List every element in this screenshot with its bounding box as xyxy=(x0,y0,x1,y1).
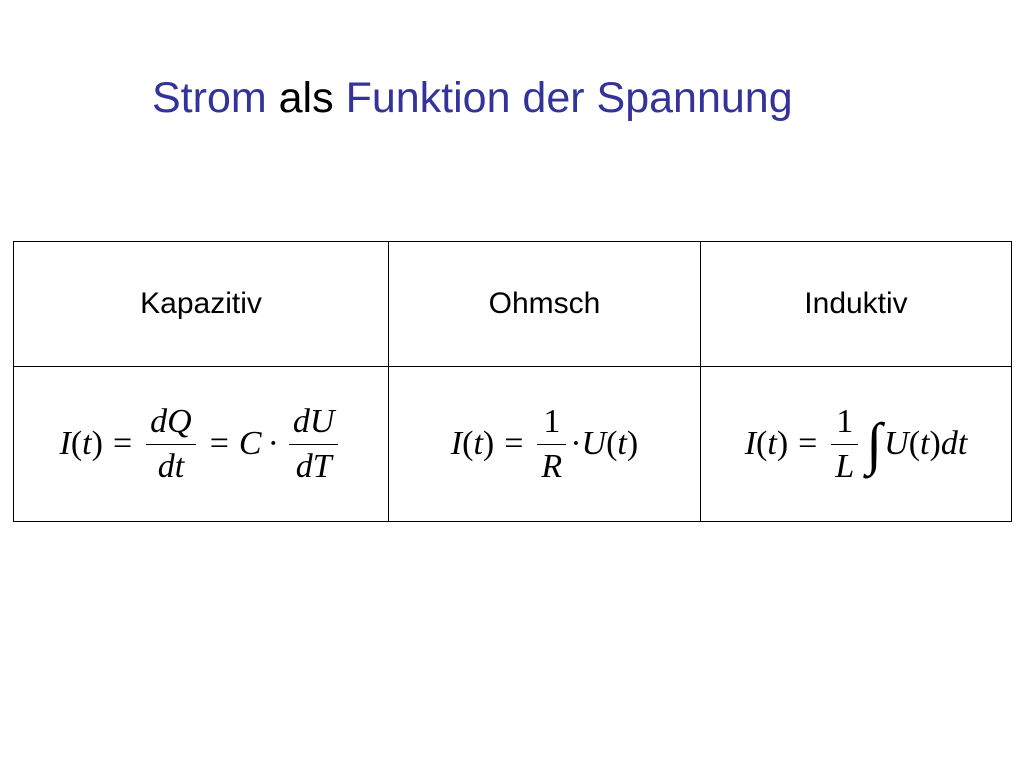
current-symbol: I xyxy=(59,425,71,462)
slide-title: Strom als Funktion der Spannung xyxy=(152,70,793,126)
ohmic-formula: I ( t ) = 1 R · U ( t ) xyxy=(451,403,638,486)
time-variable: t xyxy=(82,425,92,462)
header-row: Kapazitiv Ohmsch Induktiv xyxy=(13,241,1012,367)
multiply-dot: · xyxy=(570,425,582,462)
paren-open: ( xyxy=(606,425,618,462)
paren-open: ( xyxy=(908,425,921,462)
paren-close: ) xyxy=(91,425,103,462)
fraction-denominator: dt xyxy=(157,447,185,485)
current-symbol: I xyxy=(450,425,463,462)
fraction-bar xyxy=(537,443,567,445)
paren-open: ( xyxy=(462,425,474,462)
fraction-bar xyxy=(146,443,196,445)
capacitive-formula: I ( t ) = dQ dt = C · dU dT xyxy=(60,403,343,486)
time-variable: t xyxy=(473,425,483,462)
inductive-formula: I ( t ) = 1 L ∫ U ( t ) dt xyxy=(745,403,968,486)
voltage-symbol: U xyxy=(581,425,607,462)
header-induktiv: Induktiv xyxy=(700,241,1012,367)
cell-capacitive-formula: I ( t ) = dQ dt = C · dU dT xyxy=(13,366,389,522)
fraction-numerator: dU xyxy=(292,402,335,440)
title-word-strom: Strom xyxy=(152,74,267,122)
fraction-one-over-l: 1 L xyxy=(831,402,859,486)
differential-dt: dt xyxy=(940,425,968,462)
fraction-bar xyxy=(288,443,339,445)
cell-inductive-formula: I ( t ) = 1 L ∫ U ( t ) dt xyxy=(700,366,1012,522)
equals-sign: = xyxy=(209,425,229,462)
paren-close: ) xyxy=(929,425,941,462)
multiply-dot: · xyxy=(267,425,279,462)
equals-sign: = xyxy=(112,425,133,462)
fraction-dq-dt: dQ dt xyxy=(146,403,196,486)
current-symbol: I xyxy=(744,425,757,462)
capacitance-symbol: C xyxy=(238,425,262,462)
fraction-numerator: 1 xyxy=(836,402,854,440)
paren-close: ) xyxy=(626,425,639,462)
voltage-symbol: U xyxy=(884,425,909,462)
time-variable: t xyxy=(617,425,627,462)
time-variable: t xyxy=(920,425,930,462)
equals-sign: = xyxy=(798,425,818,462)
formula-row: I ( t ) = dQ dt = C · dU dT xyxy=(13,366,1012,522)
equals-sign: = xyxy=(504,425,524,462)
fraction-one-over-r: 1 R xyxy=(537,402,567,486)
header-ohmsch: Ohmsch xyxy=(388,241,701,367)
paren-close: ) xyxy=(776,425,789,462)
time-variable: t xyxy=(767,425,777,462)
paren-open: ( xyxy=(70,425,83,462)
fraction-denominator: L xyxy=(835,447,855,485)
fraction-denominator: R xyxy=(541,447,563,485)
title-phrase-funktion: Funktion der Spannung xyxy=(345,74,793,122)
fraction-du-dt: dU dT xyxy=(288,402,339,486)
cell-ohmic-formula: I ( t ) = 1 R · U ( t ) xyxy=(388,366,701,522)
fraction-numerator: dQ xyxy=(150,402,192,440)
formula-table: Kapazitiv Ohmsch Induktiv I ( t ) = dQ d… xyxy=(13,241,1012,522)
paren-open: ( xyxy=(756,425,768,462)
title-word-als: als xyxy=(278,74,334,122)
paren-close: ) xyxy=(482,425,495,462)
integral-sign: ∫ xyxy=(866,411,883,476)
fraction-bar xyxy=(831,443,859,445)
header-kapazitiv: Kapazitiv xyxy=(13,241,389,367)
fraction-denominator: dT xyxy=(295,447,332,485)
fraction-numerator: 1 xyxy=(543,402,561,440)
